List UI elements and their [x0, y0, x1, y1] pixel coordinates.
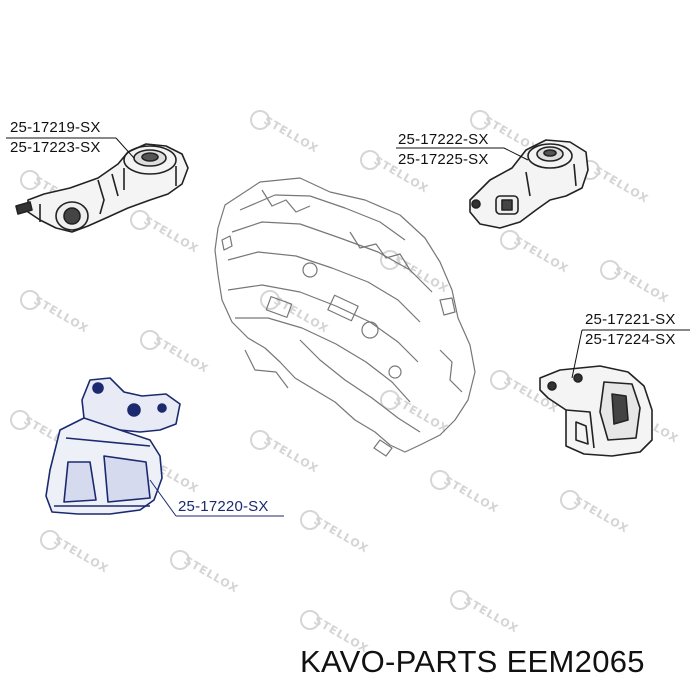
- top-left-mount: [15, 143, 189, 233]
- top-right-mount: [469, 139, 589, 229]
- mid-right-mount: [539, 365, 653, 457]
- part-label-25-17220: 25-17220-SX: [178, 498, 269, 515]
- watermark-logo: [300, 510, 320, 530]
- watermark-logo: [300, 610, 320, 630]
- bottom-left-mount: [45, 377, 181, 515]
- watermark-logo: [380, 250, 400, 270]
- watermark-logo: [380, 390, 400, 410]
- watermark-logo: [360, 150, 380, 170]
- part-label-25-17224: 25-17224-SX: [585, 331, 676, 348]
- watermark-logo: [430, 470, 450, 490]
- watermark-logo: [560, 490, 580, 510]
- watermark-logo: [170, 550, 190, 570]
- watermark-logo: [470, 110, 490, 130]
- watermark-logo: [250, 110, 270, 130]
- watermark-logo: [130, 210, 150, 230]
- part-label-25-17222: 25-17222-SX: [398, 131, 489, 148]
- part-label-25-17219: 25-17219-SX: [10, 119, 101, 136]
- caption-brand-part: KAVO-PARTS EEM2065: [300, 644, 645, 679]
- watermark-logo: [20, 170, 40, 190]
- watermark-logo: [250, 430, 270, 450]
- watermark-logo: [140, 330, 160, 350]
- engine-outline: [214, 177, 476, 457]
- watermark-logo: [450, 590, 470, 610]
- watermark-logo: [40, 530, 60, 550]
- watermark-logo: [600, 260, 620, 280]
- watermark-logo: [490, 370, 510, 390]
- part-label-25-17225: 25-17225-SX: [398, 151, 489, 168]
- watermark-logo: [10, 410, 30, 430]
- watermark-logo: [20, 290, 40, 310]
- part-label-25-17221: 25-17221-SX: [585, 311, 676, 328]
- watermark-logo: [500, 230, 520, 250]
- leader-lines: [6, 137, 690, 517]
- part-label-25-17223: 25-17223-SX: [10, 139, 101, 156]
